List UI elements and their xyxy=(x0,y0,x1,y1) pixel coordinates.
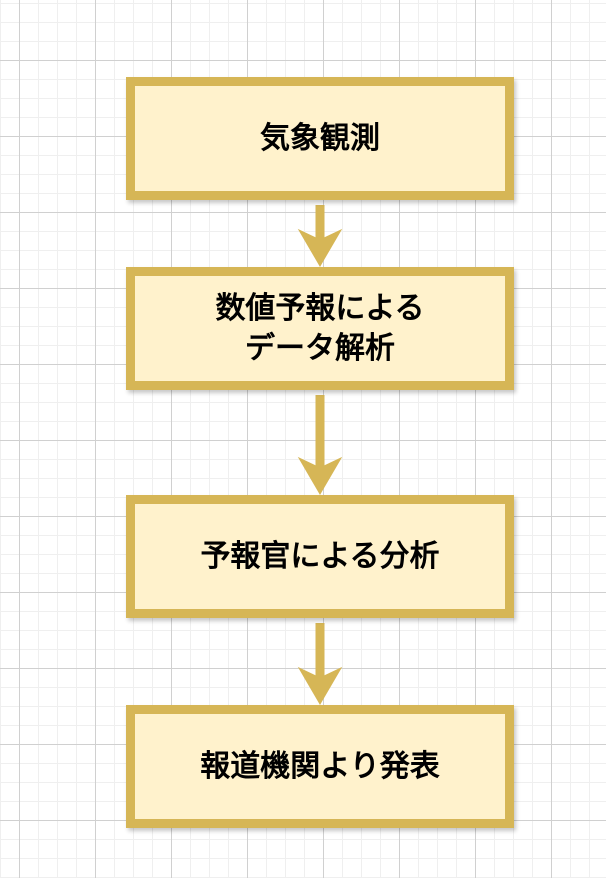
node-forecaster-analysis[interactable]: 予報官による分析 xyxy=(126,495,514,618)
node-weather-observation[interactable]: 気象観測 xyxy=(126,77,514,200)
node-numerical-forecast-analysis[interactable]: 数値予報による データ解析 xyxy=(126,267,514,390)
node-media-announcement[interactable]: 報道機関より発表 xyxy=(126,705,514,828)
arrowhead-icon xyxy=(297,666,343,705)
arrowhead-icon xyxy=(297,228,343,267)
arrowhead-icon xyxy=(297,456,343,495)
